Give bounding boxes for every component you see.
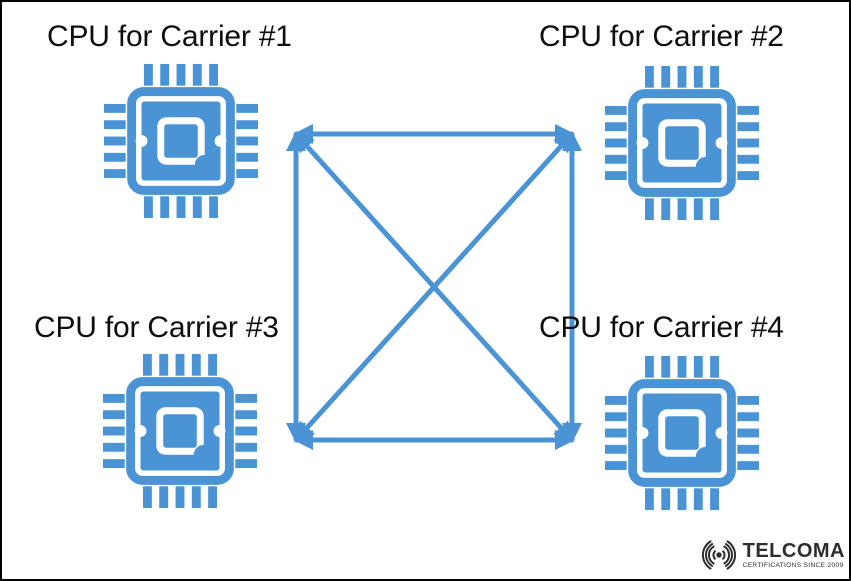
- cpu-node-label: CPU for Carrier #2: [539, 20, 784, 53]
- brand-name: TELCOMA: [742, 539, 845, 562]
- cpu-chip-icon: [102, 62, 260, 220]
- brand-tagline: CERTIFICATIONS SINCE 2009: [742, 562, 844, 570]
- cpu-chip-icon: [603, 64, 761, 222]
- connection-carrier-2-carrier-3: [293, 131, 575, 443]
- cpu-chip-icon: [101, 352, 259, 510]
- cpu-chip-icon: [603, 354, 761, 512]
- radio-waves-icon: [701, 540, 736, 570]
- cpu-node-label: CPU for Carrier #4: [539, 311, 784, 344]
- telcoma-logo: TELCOMA CERTIFICATIONS SINCE 2009: [698, 539, 845, 571]
- cpu-node-label: CPU for Carrier #1: [47, 20, 292, 53]
- cpu-node-label: CPU for Carrier #3: [34, 311, 279, 344]
